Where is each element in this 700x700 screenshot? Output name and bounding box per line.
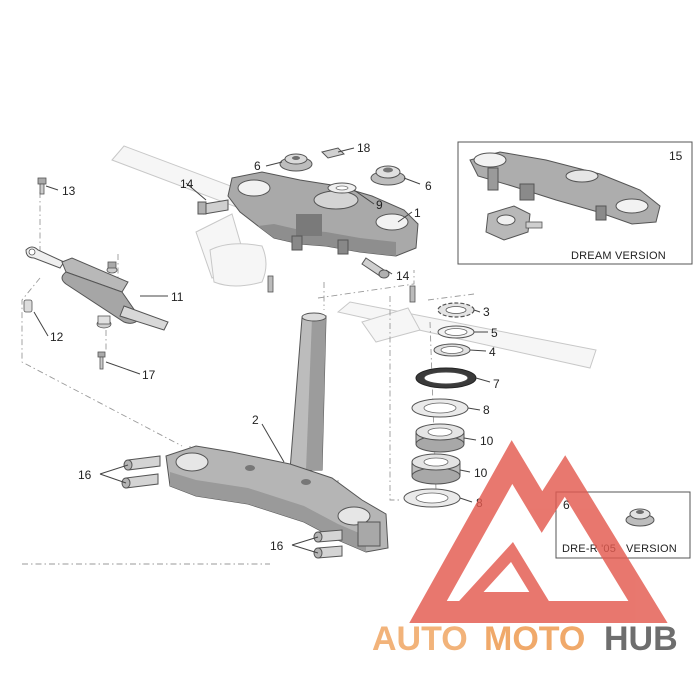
plate-18 (321, 147, 345, 159)
watermark-text-hub: HUB (604, 620, 678, 658)
bolts-16-bottom (313, 529, 343, 559)
dream-upper-clamp (469, 151, 661, 225)
callout-14b: 14 (396, 269, 410, 283)
washer-9 (327, 182, 357, 194)
callout-18: 18 (357, 141, 371, 155)
callout-13: 13 (62, 184, 76, 198)
callout-7: 7 (493, 377, 500, 391)
callout-3: 3 (483, 305, 490, 319)
callout-9: 9 (376, 198, 383, 212)
callout-2: 2 (252, 413, 259, 427)
inset-drer-version: 6 DRE-R '05 VERSION (555, 491, 691, 559)
upper-triple-clamp (227, 171, 419, 257)
callout-16a: 16 (78, 468, 92, 482)
callout-17: 17 (142, 368, 156, 382)
callout-1: 1 (414, 206, 421, 220)
callout-6b: 6 (425, 179, 432, 193)
bolt-13 (37, 177, 47, 195)
inset-dream-label: DREAM VERSION (571, 250, 666, 262)
cap-nut-right (370, 165, 406, 186)
small-screws (267, 275, 416, 303)
dust-cover-8-bottom (403, 488, 461, 508)
pin-12 (23, 299, 33, 313)
callout-6a: 6 (254, 159, 261, 173)
dust-cover-8-top (411, 398, 469, 418)
callout-4: 4 (489, 345, 496, 359)
watermark-text: AUTO MOTO HUB (372, 620, 678, 658)
callout-labels: 1 2 3 4 5 6 6 7 8 8 9 10 10 11 12 13 14 … (50, 141, 500, 553)
inset-dream-version: 15 DREAM VERSION (457, 141, 693, 265)
bolt-14-right (361, 257, 390, 279)
leader-lines (33, 147, 491, 554)
callout-11: 11 (171, 290, 184, 304)
inset-drer-label-right: VERSION (626, 543, 677, 555)
screw-17 (97, 351, 106, 370)
lower-triple-clamp (165, 445, 389, 553)
watermark-logo (409, 440, 668, 623)
bolts-16-left (121, 455, 161, 489)
watermark-text-auto: AUTO (372, 620, 468, 658)
steering-damper (25, 246, 169, 331)
dream-bracket (485, 205, 543, 241)
watermark-triangle-icon (409, 440, 668, 623)
callout-16b: 16 (270, 539, 284, 553)
seal-7 (415, 367, 477, 389)
ring-nut-3 (437, 302, 475, 318)
bearing-10-upper (415, 423, 465, 453)
bolt-14-left (197, 199, 229, 215)
ring-nut-4 (433, 343, 471, 357)
callout-10a: 10 (480, 434, 494, 448)
drer-cap-nut (625, 508, 655, 527)
cap-nut-left (279, 153, 313, 172)
callout-5: 5 (491, 326, 498, 340)
callout-10b: 10 (474, 466, 488, 480)
washer-5 (437, 325, 475, 339)
bush-damper (96, 315, 112, 329)
watermark-text-moto: MOTO (484, 620, 585, 658)
callout-14a: 14 (180, 177, 194, 191)
steering-stem (289, 312, 327, 471)
bearing-10-lower (411, 453, 461, 485)
callout-15: 15 (669, 149, 683, 163)
callout-8a: 8 (483, 403, 490, 417)
callout-6c: 6 (563, 498, 570, 512)
callout-12: 12 (50, 330, 64, 344)
